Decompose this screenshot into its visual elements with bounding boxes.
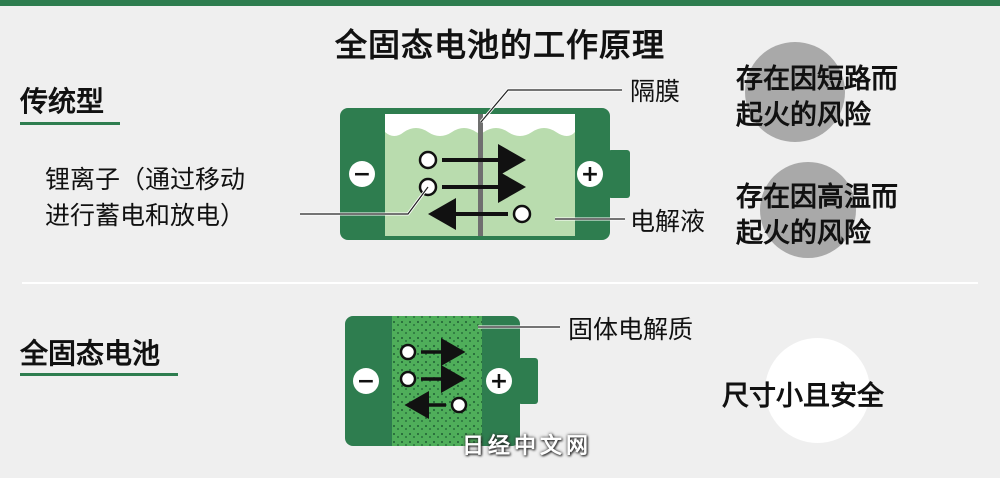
electrolyte-label: 电解液: [630, 207, 706, 236]
ion-label-line2: 进行蓄电和放电）: [45, 201, 246, 230]
solid-state-label: 全固态电池: [20, 337, 161, 370]
risk-short-text: 存在因短路而 起火的风险: [736, 62, 898, 134]
risk-short-line2: 起火的风险: [736, 100, 871, 131]
top-accent-bar: [0, 0, 1000, 6]
solid-minus-terminal-circle: [353, 368, 379, 394]
risk-short-line1: 存在因短路而: [736, 64, 898, 95]
diagram-title: 全固态电池的工作原理: [334, 26, 665, 64]
solid-minus-symbol: −: [357, 369, 375, 394]
minus-terminal-circle: [349, 161, 375, 187]
solid-ion-2: [399, 370, 417, 388]
solid-plus-terminal-circle: [486, 368, 512, 394]
separator-label: 隔膜: [630, 77, 681, 106]
conventional-underline: [20, 122, 120, 125]
section-divider: [22, 282, 978, 284]
solid-ion-3: [450, 396, 468, 414]
conventional-label: 传统型: [20, 85, 105, 118]
risk-short-circle: [745, 42, 845, 142]
solid-state-battery: [345, 316, 538, 446]
conventional-battery-terminal: [608, 150, 630, 198]
plus-terminal-circle: [577, 161, 603, 187]
risk-heat-text: 存在因高温而 起火的风险: [736, 180, 898, 252]
solid-battery-terminal: [518, 358, 538, 404]
benefit-text: 尺寸小且安全: [722, 381, 884, 412]
risk-heat-line2: 起火的风险: [736, 218, 871, 249]
ion-label-line1: 锂离子（通过移动: [45, 165, 246, 194]
separator: [478, 114, 483, 236]
solid-plus-symbol: +: [490, 369, 508, 394]
separator-callout-line-inner: [480, 89, 622, 123]
ion-3: [512, 204, 532, 224]
plus-symbol: +: [581, 162, 599, 187]
solid-ion-1: [399, 343, 417, 361]
conventional-battery: [340, 108, 630, 240]
solid-state-underline: [20, 373, 178, 376]
safe-circle: [765, 338, 870, 443]
watermark: 日经中文网: [462, 434, 593, 459]
ion-1: [418, 150, 438, 170]
risk-heat-circle: [760, 162, 856, 258]
ion-callout-line-inner: [300, 186, 429, 215]
solid-electrolyte-label: 固体电解质: [568, 315, 694, 344]
minus-symbol: −: [353, 162, 371, 187]
risk-heat-line1: 存在因高温而: [736, 182, 898, 213]
